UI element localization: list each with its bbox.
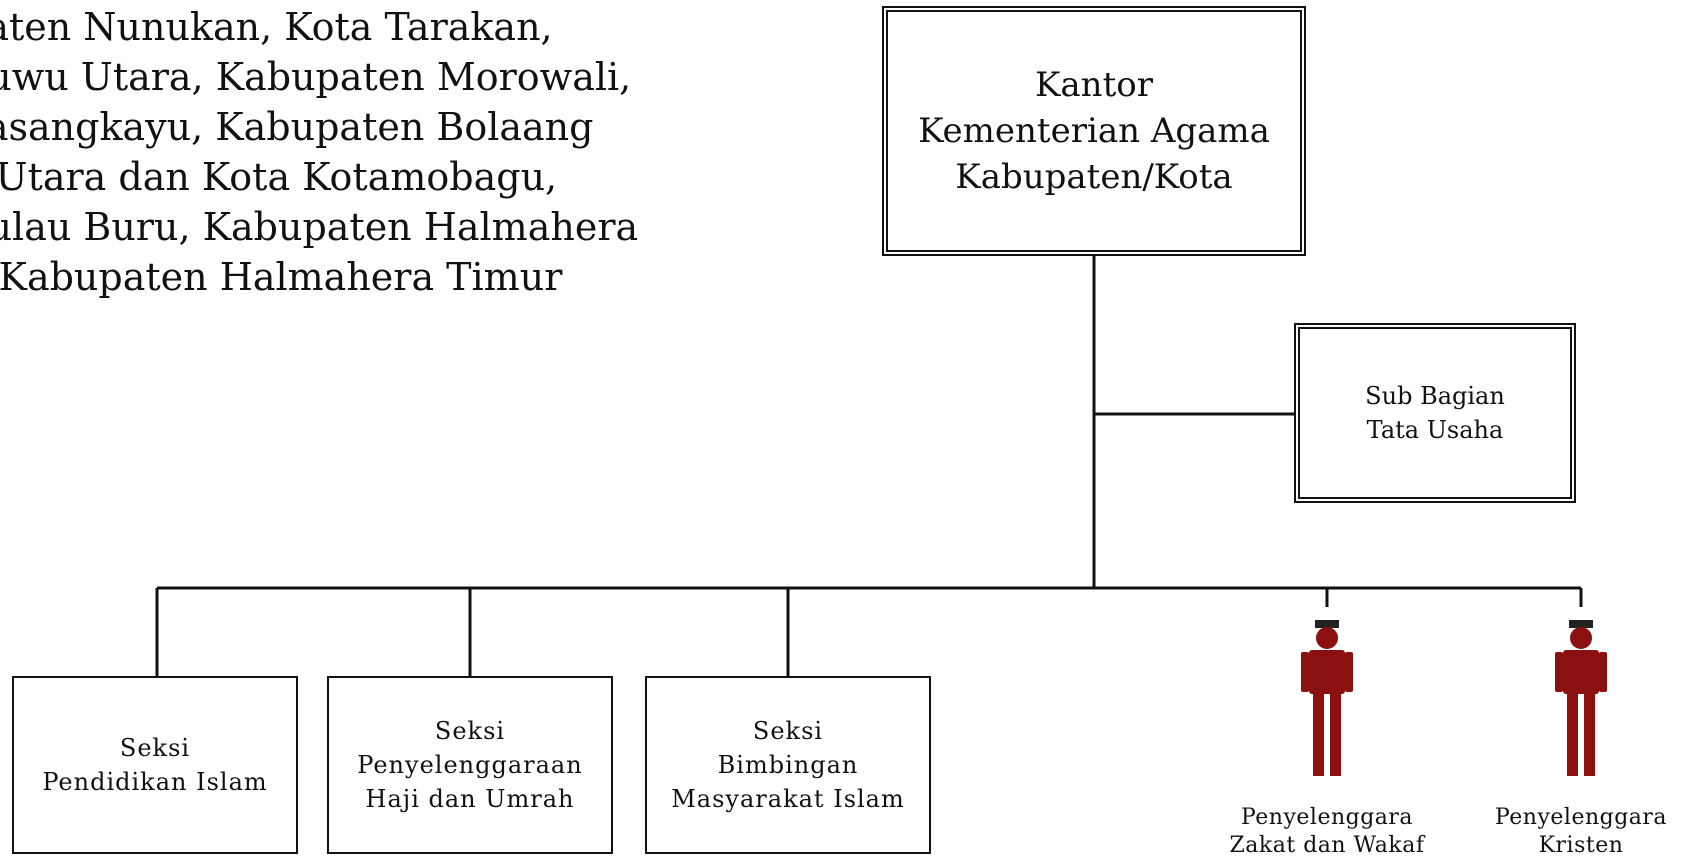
seksi-haji-umrah-box: Seksi Penyelenggaraan Haji dan Umrah	[327, 676, 613, 854]
subbag-line: Sub Bagian	[1365, 382, 1505, 410]
seksi-line: Haji dan Umrah	[365, 785, 575, 813]
penyelenggara-zakat-wakaf: Penyelenggara Zakat dan Wakaf	[1217, 620, 1437, 860]
seksi-line: Seksi	[119, 734, 191, 762]
intro-line: n Kabupaten Halmahera Timur	[0, 255, 563, 299]
seksi-pendidikan-islam-box: Seksi Pendidikan Islam	[12, 676, 298, 854]
kantor-line: Kementerian Agama	[918, 111, 1270, 151]
subbag-box: Sub Bagian Tata Usaha	[1294, 323, 1576, 503]
kantor-box: Kantor Kementerian Agama Kabupaten/Kota	[882, 6, 1306, 256]
seksi-bimbingan-masyarakat-box: Seksi Bimbingan Masyarakat Islam	[645, 676, 931, 854]
person-label: Penyelenggara	[1240, 805, 1414, 830]
penyelenggara-kristen: Penyelenggara Kristen	[1471, 620, 1691, 860]
seksi-line: Pendidikan Islam	[42, 768, 268, 796]
intro-line: v Utara dan Kota Kotamobagu,	[0, 155, 558, 199]
person-label: Kristen	[1538, 833, 1624, 858]
seksi-line: Masyarakat Islam	[671, 785, 905, 813]
subbag-line: Tata Usaha	[1366, 416, 1504, 444]
seksi-line: Seksi	[752, 717, 824, 745]
intro-text: paten Nunukan, Kota Tarakan, Luwu Utara,…	[0, 2, 802, 302]
person-label: Zakat dan Wakaf	[1229, 833, 1425, 858]
seksi-line: Bimbingan	[717, 751, 859, 779]
kantor-line: Kantor	[1035, 65, 1153, 105]
person-icon	[1301, 620, 1353, 776]
kantor-line: Kabupaten/Kota	[955, 157, 1233, 197]
intro-line: paten Nunukan, Kota Tarakan,	[0, 5, 553, 49]
seksi-line: Seksi	[434, 717, 506, 745]
intro-line: Luwu Utara, Kabupaten Morowali,	[0, 55, 632, 99]
seksi-line: Penyelenggaraan	[357, 751, 583, 779]
intro-line: Pulau Buru, Kabupaten Halmahera	[0, 205, 639, 249]
intro-line: Pasangkayu, Kabupaten Bolaang	[0, 105, 594, 149]
person-icon	[1555, 620, 1607, 776]
person-label: Penyelenggara	[1494, 805, 1668, 830]
